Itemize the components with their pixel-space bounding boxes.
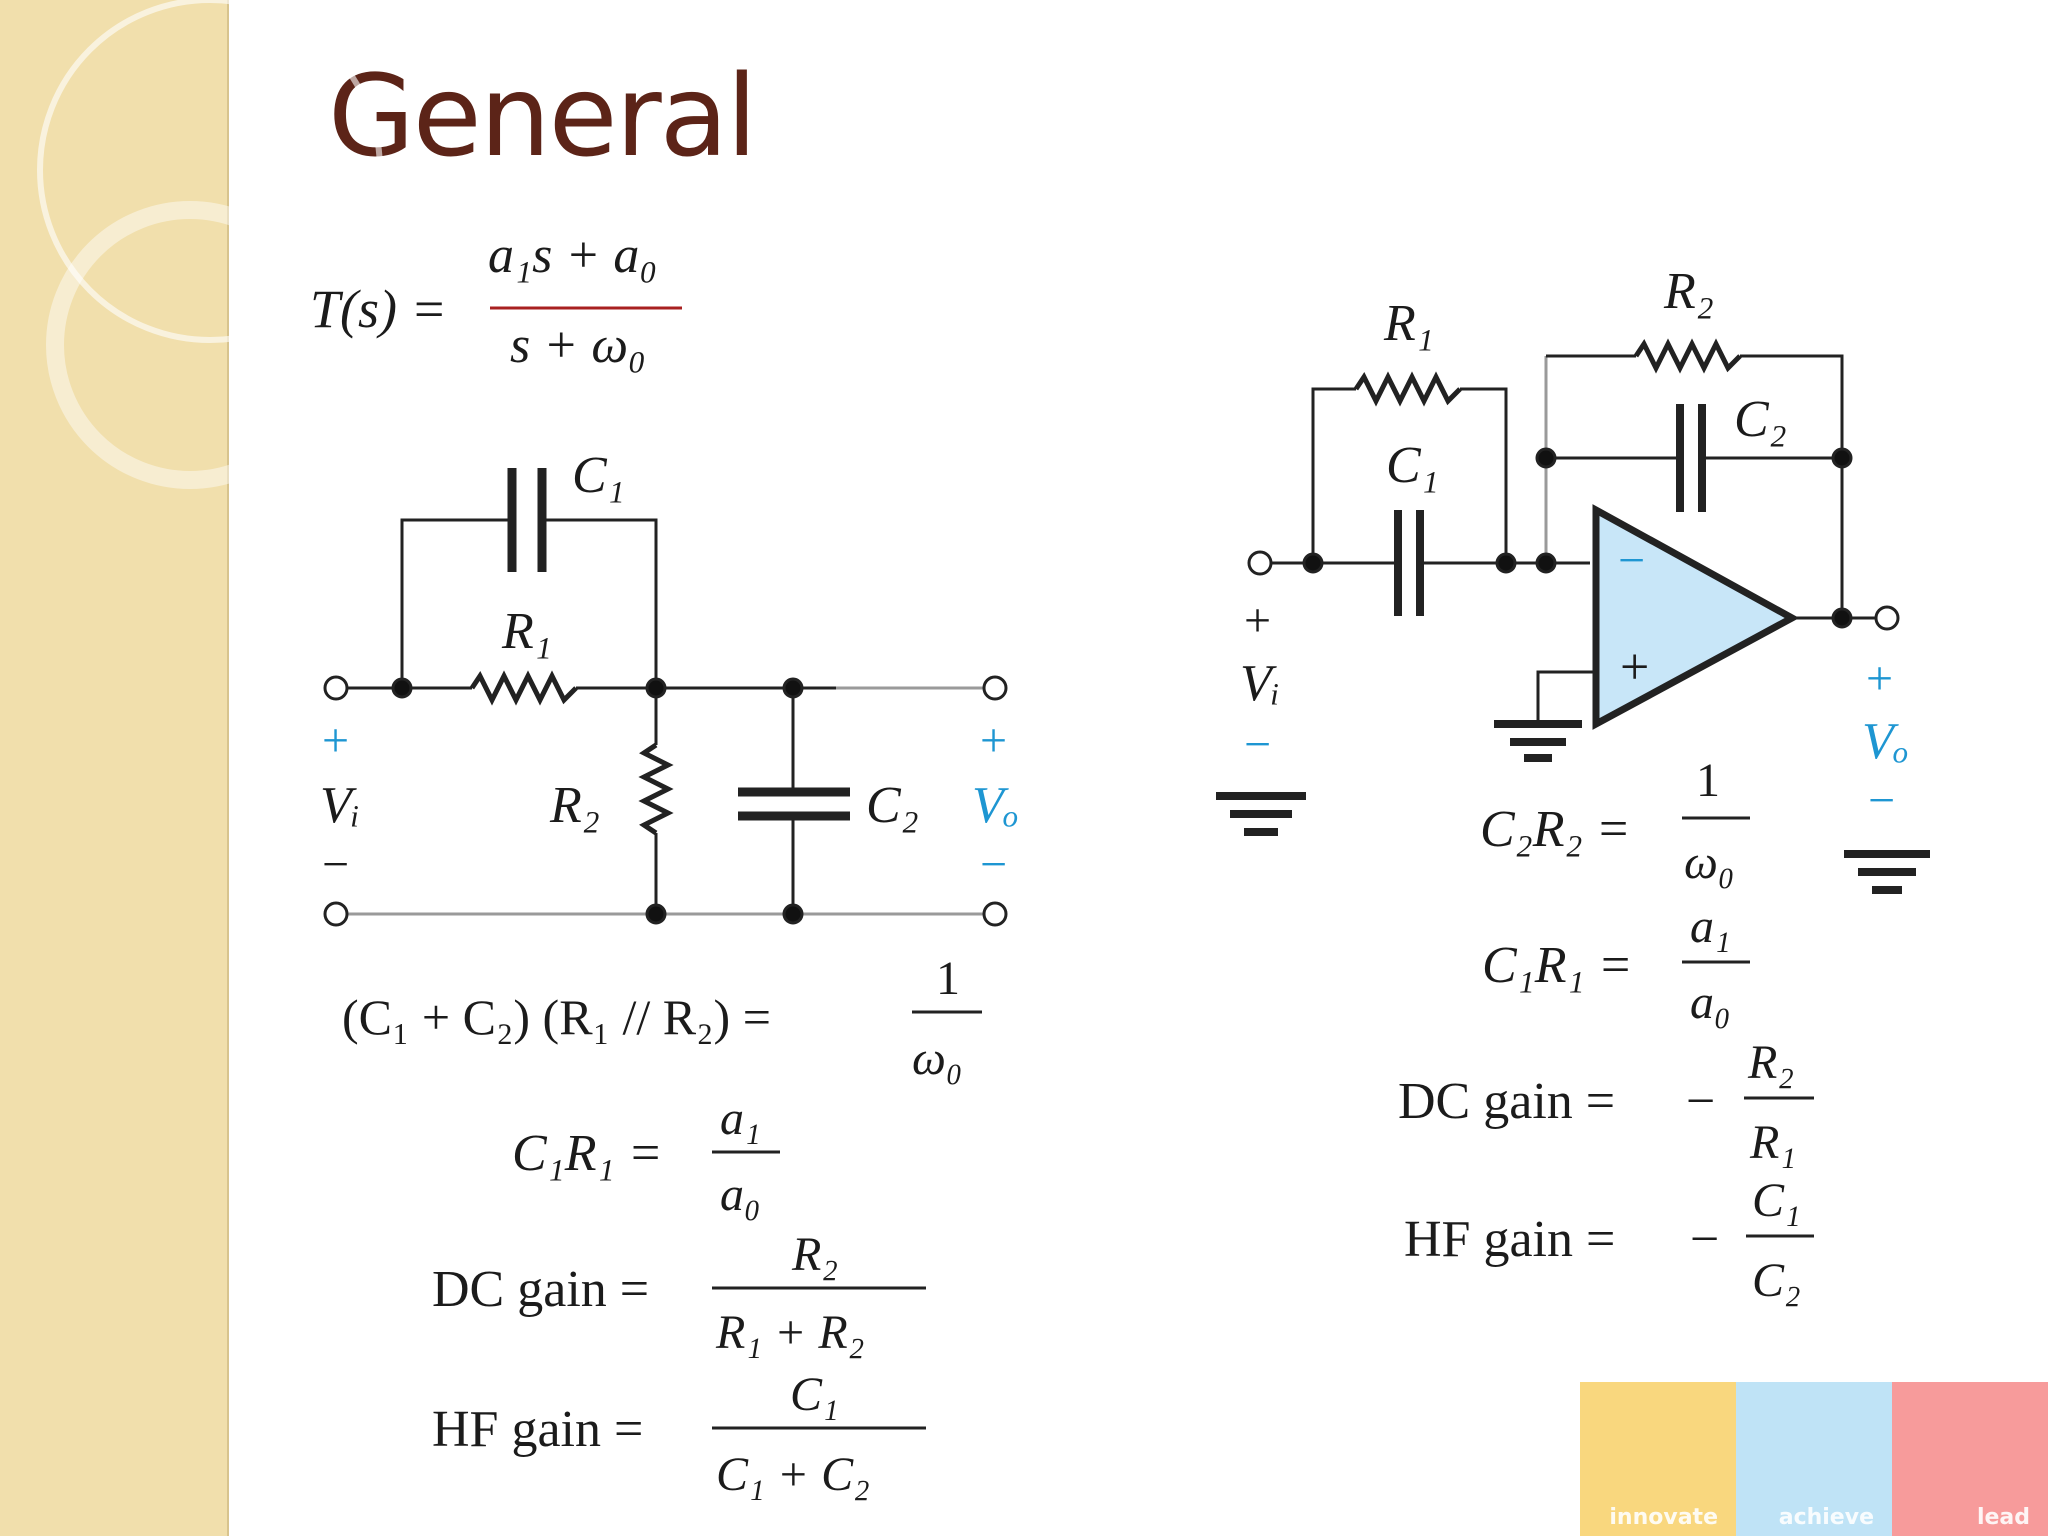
svg-text:C₁R₁ =: C₁R₁ =	[512, 1125, 663, 1182]
svg-text:R₂: R₂	[791, 1228, 838, 1281]
svg-text:HF gain =: HF gain =	[1404, 1211, 1615, 1268]
svg-text:R₁: R₁	[1383, 295, 1434, 352]
svg-text:C₂: C₂	[1734, 391, 1787, 448]
svg-text:(C₁ + C₂) (R₁ // R₂) =: (C₁ + C₂) (R₁ // R₂) =	[342, 989, 771, 1045]
svg-text:s + ω₀: s + ω₀	[510, 317, 646, 374]
svg-text:−: −	[1618, 534, 1645, 587]
svg-text:ω₀: ω₀	[1684, 836, 1735, 889]
svg-text:−: −	[1868, 774, 1895, 827]
slide-title: General	[328, 52, 757, 182]
svg-text:R₂: R₂	[1663, 263, 1714, 320]
passive-equations: (C₁ + C₂) (R₁ // R₂) = 1 ω₀ C₁R₁ = a₁ a₀…	[342, 952, 982, 1501]
svg-text:ω₀: ω₀	[912, 1032, 963, 1085]
svg-text:−: −	[1244, 718, 1271, 771]
svg-text:1: 1	[1696, 754, 1720, 807]
svg-text:−: −	[1690, 1211, 1719, 1268]
svg-text:C₁: C₁	[1752, 1174, 1801, 1227]
svg-text:−: −	[322, 838, 349, 891]
svg-text:Vₒ: Vₒ	[972, 777, 1019, 834]
passive-circuit-diagram	[323, 468, 1008, 927]
svg-text:R₁ + R₂: R₁ + R₂	[715, 1306, 864, 1359]
svg-text:C₁: C₁	[572, 447, 625, 504]
svg-text:DC gain =: DC gain =	[1398, 1073, 1615, 1130]
svg-text:HF gain =: HF gain =	[432, 1401, 643, 1458]
svg-text:a₁s + a₀: a₁s + a₀	[488, 227, 657, 284]
svg-text:C₁ + C₂: C₁ + C₂	[716, 1448, 870, 1501]
active-equations: C₂R₂ = 1 ω₀ C₁R₁ = a₁ a₀ DC gain = − R₂ …	[1398, 754, 1814, 1307]
institution-logo: innovate achieve lead	[1580, 1382, 2048, 1536]
svg-text:+: +	[980, 714, 1007, 767]
svg-text:1: 1	[936, 952, 960, 1005]
svg-text:a₁: a₁	[1690, 900, 1731, 953]
passive-circuit-labels: C₁ R₁ R₂ C₂ + Vᵢ − + Vₒ −	[320, 447, 1019, 891]
sidebar-rings	[37, 0, 383, 489]
svg-text:−: −	[980, 838, 1007, 891]
svg-text:R₂: R₂	[1747, 1036, 1794, 1089]
svg-text:R₁: R₁	[1749, 1116, 1796, 1169]
svg-text:−: −	[1686, 1073, 1715, 1130]
svg-text:C₂R₂ =: C₂R₂ =	[1480, 801, 1631, 858]
svg-text:C₂: C₂	[866, 777, 919, 834]
svg-text:C₁R₁ =: C₁R₁ =	[1482, 937, 1633, 994]
svg-text:T(s) =: T(s) =	[310, 279, 447, 339]
svg-text:R₁: R₁	[501, 603, 552, 660]
svg-text:R₂: R₂	[549, 777, 600, 834]
svg-text:C₂: C₂	[1752, 1254, 1801, 1307]
svg-text:+: +	[1244, 594, 1271, 647]
logo-achieve-block: achieve	[1736, 1382, 1892, 1536]
active-circuit-labels: R₁ R₂ C₁ C₂ − + + Vᵢ − + Vₒ −	[1240, 263, 1909, 827]
logo-innovate-block: innovate	[1580, 1382, 1736, 1536]
svg-text:C₁: C₁	[1386, 437, 1439, 494]
transfer-function: T(s) = a₁s + a₀ s + ω₀	[310, 227, 682, 374]
svg-text:Vₒ: Vₒ	[1862, 713, 1909, 770]
svg-text:+: +	[1620, 639, 1649, 696]
svg-text:DC gain =: DC gain =	[432, 1261, 649, 1318]
svg-text:C₁: C₁	[790, 1368, 839, 1421]
svg-text:a₁: a₁	[720, 1092, 761, 1145]
logo-lead-block: lead	[1892, 1382, 2048, 1536]
svg-text:a₀: a₀	[1690, 976, 1731, 1029]
svg-text:+: +	[322, 714, 349, 767]
svg-text:Vᵢ: Vᵢ	[320, 777, 360, 834]
svg-text:a₀: a₀	[720, 1168, 761, 1221]
svg-text:Vᵢ: Vᵢ	[1240, 655, 1280, 712]
sidebar-decoration	[0, 0, 229, 1536]
svg-text:+: +	[1866, 652, 1893, 705]
active-circuit-diagram	[1216, 338, 1930, 894]
